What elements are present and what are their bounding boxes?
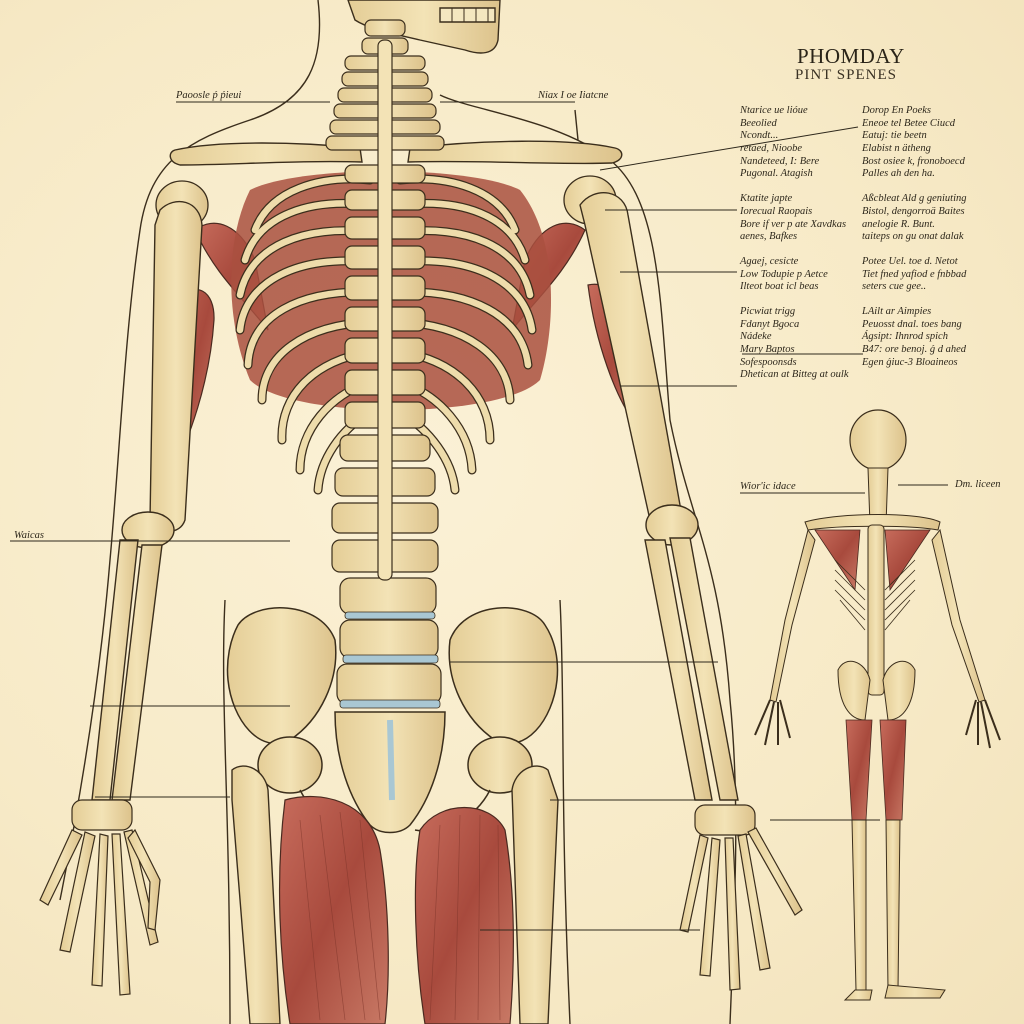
legend-item: Aßcbleat Ald g geniuting — [862, 193, 967, 205]
small-back-figure — [754, 409, 1001, 1001]
poster-subtitle: PINT SPENES — [795, 67, 897, 83]
legend-item: Ktatite japte — [740, 193, 793, 205]
poster-title: PHOMDAY — [797, 44, 905, 68]
spine — [325, 19, 445, 705]
legend-item: Bistol, dengorroä Baites — [862, 205, 965, 217]
legend-item: Eneoe tel Betee Ciucd — [862, 117, 955, 129]
label-top-left: Paoosle ṕ ṕieui — [176, 90, 242, 101]
legend-left-column: Ntarice ue lióue Beeolied Ncondt... reta… — [740, 105, 848, 382]
legend-item: Mary Baptos — [740, 344, 795, 355]
legend-item: Elabist n ätheng — [862, 143, 931, 155]
legend-item: Palles ah den ha. — [862, 168, 935, 180]
legend-item: Ncondt... — [740, 130, 779, 142]
legend-item: Potee Uel. toe d. Netot — [862, 255, 958, 267]
left-arm-bones — [91, 200, 203, 801]
skull — [347, 0, 501, 54]
legend-item: Ágsipt: Ihnrod spich — [862, 331, 948, 343]
legend-item: aenes, Bafkes — [740, 231, 798, 243]
legend-item: LAilt ar Aimpies — [862, 305, 932, 317]
legend-item: Fdanyt Bgoca — [740, 318, 800, 330]
thigh-muscles — [278, 795, 514, 1024]
femurs — [231, 765, 559, 1024]
right-hand-bones — [679, 804, 803, 991]
intervertebral-discs — [339, 611, 441, 709]
legend-item: taiteps on gu onat dalak — [862, 231, 964, 243]
legend-item: B47: ore benoj. ǵ d ahed — [862, 344, 967, 355]
legend-item: Picwiat trigg — [740, 305, 796, 317]
right-arm-bones — [579, 192, 739, 801]
legend-item: Egen ǵiuc-3 Bloaineos — [862, 356, 958, 368]
legend-item: Eatuj: tie beetn — [862, 130, 927, 142]
legend-item: Peuosst dnal. toes bang — [862, 318, 962, 330]
legend-item: Ntarice ue lióue — [740, 105, 808, 116]
legend-right-column: Dorop En Poeks Eneoe tel Betee Ciucd Eat… — [862, 105, 967, 369]
label-left-mid: Waicas — [14, 530, 44, 541]
legend-item: Beeolied — [740, 117, 777, 129]
sacrum-line — [387, 719, 395, 801]
label-right-figure-right: Dm. liceen — [955, 479, 1001, 490]
label-right-figure-left: Wior'ic idace — [740, 481, 796, 492]
legend-item: Bore if ver p ate Xavdkas — [740, 218, 847, 230]
legend-item: Iorecual Raopais — [740, 205, 813, 217]
pelvis — [226, 607, 559, 834]
legend-item: retaed, Nioobe — [740, 143, 803, 155]
legend-item: anelogie R. Bunt. — [862, 218, 935, 230]
label-top-center: Niax I oe Iiatcne — [538, 90, 609, 101]
legend-item: Low Todupie p Aetce — [740, 268, 828, 280]
legend-item: Dorop En Poeks — [862, 105, 932, 116]
clavicles — [169, 140, 623, 166]
legend-item: seters cue gee.. — [862, 281, 927, 293]
legend-item: Sofespoonsds — [740, 356, 797, 368]
left-hand-bones — [39, 799, 161, 996]
legend-item: Pugonal. Atagish — [740, 168, 813, 180]
legend-item: Ilteot boat icl beas — [740, 281, 819, 293]
legend-item: Dhetican at Bitteg at oulk — [740, 369, 849, 381]
legend-item: Bost osiee k, fronoboecd — [862, 155, 965, 167]
leader-lines — [10, 101, 948, 931]
legend-item: Agaej, cesicte — [740, 255, 799, 267]
muscle-fibers — [299, 811, 501, 1021]
legend-item: Nádeke — [740, 331, 772, 343]
legend-item: Nandeteed, I: Bere — [740, 155, 820, 167]
legend-item: Tiet fned yafiod e fnbbad — [862, 268, 967, 280]
